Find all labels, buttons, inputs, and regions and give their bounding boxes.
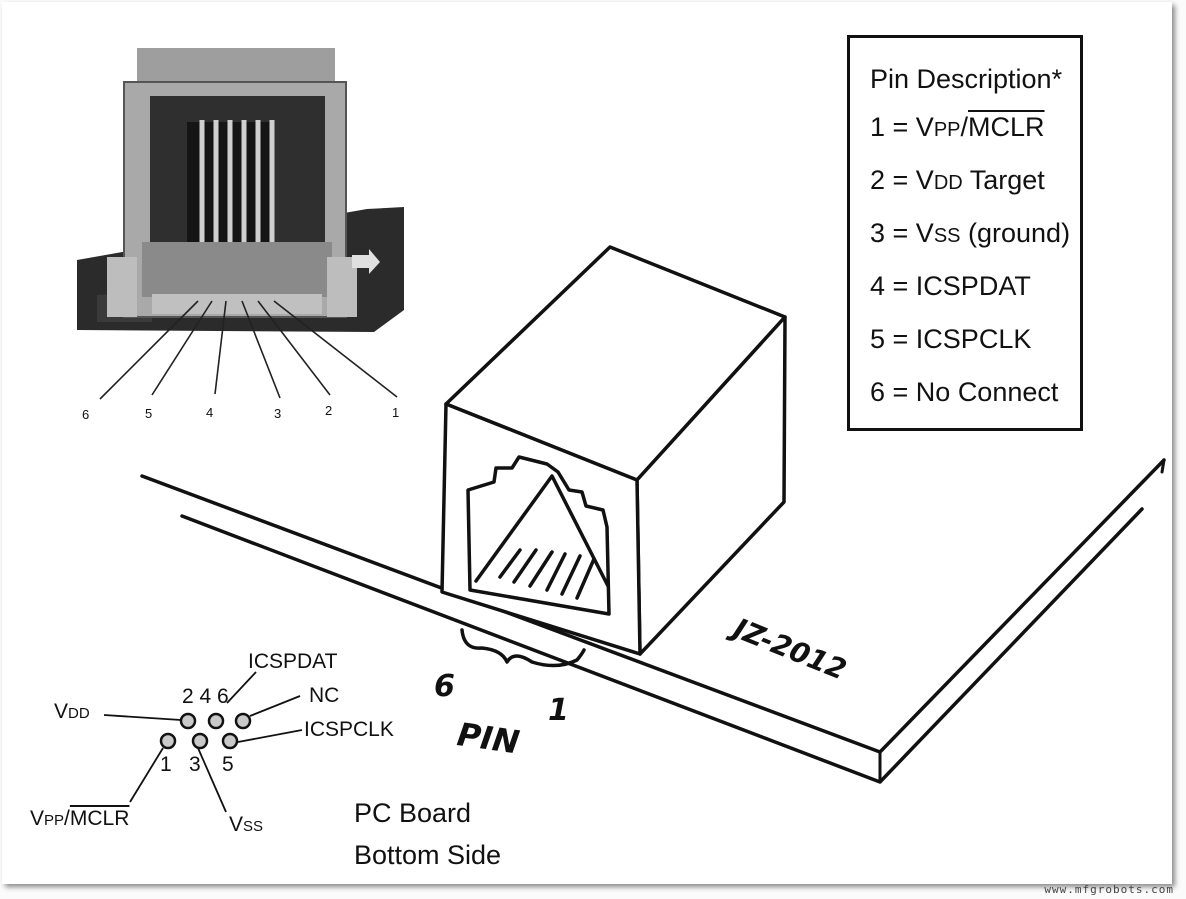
pcb-label-nc: NC xyxy=(309,684,340,707)
pad-6 xyxy=(234,712,252,730)
pin-description-title: Pin Description* xyxy=(870,64,1063,94)
sketch-pin-word: PIN xyxy=(455,715,522,761)
connector-sketch xyxy=(440,245,787,656)
pcb-bottom-number-5: 5 xyxy=(222,753,234,776)
pad-3 xyxy=(191,732,209,750)
photo-pin-1: 1 xyxy=(392,405,400,420)
pad-1 xyxy=(159,732,177,750)
pcb-caption-line2: Bottom Side xyxy=(354,840,502,870)
pcb-sketch xyxy=(140,458,1166,784)
pin-description-row-3: 3 = VSS (ground) xyxy=(870,218,1071,248)
diagram-canvas: 6 1 PIN JZ-2012 xyxy=(77,48,1166,813)
photo-pin-3: 3 xyxy=(274,406,282,421)
pcb-caption-line1: PC Board xyxy=(354,798,472,828)
photo-pin-6: 6 xyxy=(82,407,90,422)
sketch-pin-1-label: 1 xyxy=(548,693,569,728)
photo-pin-5: 5 xyxy=(145,406,153,421)
pcb-top-numbers: 2 4 6 xyxy=(182,685,229,708)
pin-description-row-1: 1 = VPP/MCLR xyxy=(870,112,1045,142)
watermark-text: www.mfgrobots.com xyxy=(1044,883,1174,896)
pad-4 xyxy=(207,712,225,730)
pcb-label-icspdat: ICSPDAT xyxy=(248,650,338,673)
connector-opening-sketch xyxy=(460,455,611,668)
pin-description-row-4: 4 = ICSPDAT xyxy=(870,271,1031,301)
photo-pin-2: 2 xyxy=(325,403,333,418)
photo-pin-4: 4 xyxy=(206,405,214,420)
pcb-label-vpp-mclr: VPP/MCLR xyxy=(30,807,130,830)
connector-photo xyxy=(77,48,404,332)
pcb-bottom-number-1: 1 xyxy=(160,753,172,776)
pin-description-box: Pin Description* 1 = VPP/MCLR 2 = VDD Ta… xyxy=(847,35,1083,431)
pin-description-row-6: 6 = No Connect xyxy=(870,377,1059,407)
photo-pin-leaders xyxy=(99,300,398,400)
pcb-label-icspclk: ICSPCLK xyxy=(304,718,394,741)
diagram-frame: 6 1 PIN JZ-2012 xyxy=(2,2,1172,884)
sketch-pin-6-label: 6 xyxy=(434,669,455,704)
pad-2 xyxy=(179,712,197,730)
pcb-label-vdd: VDD xyxy=(54,700,90,723)
pcb-bottom-number-3: 3 xyxy=(189,753,201,776)
pcb-label-vss: VSS xyxy=(229,813,264,836)
pcb-pads xyxy=(103,671,303,813)
pad-5 xyxy=(221,732,239,750)
sketch-signature: JZ-2012 xyxy=(724,610,851,687)
pin-description-row-5: 5 = ICSPCLK xyxy=(870,324,1032,354)
pin-description-row-2: 2 = VDD Target xyxy=(870,165,1045,195)
